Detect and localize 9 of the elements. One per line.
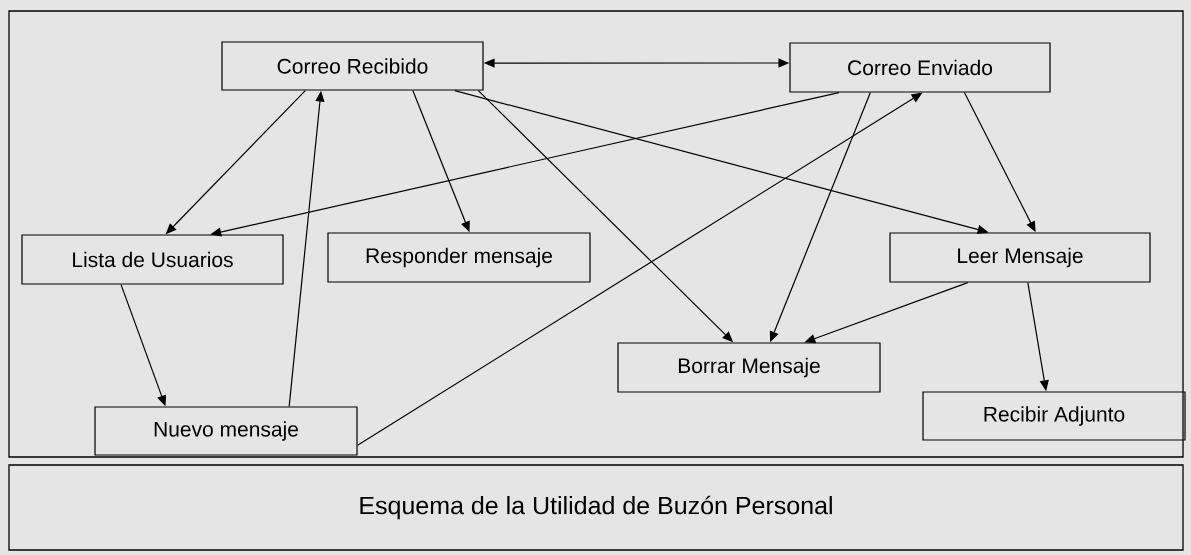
process-box: Responder mensaje xyxy=(327,232,591,283)
process-box: Lista de Usuarios xyxy=(21,234,284,285)
process-box: Leer Mensaje xyxy=(889,232,1151,283)
process-box: Nuevo mensaje xyxy=(94,406,358,456)
caption-box: Esquema de la Utilidad de Buzón Personal xyxy=(8,464,1184,551)
process-box: Borrar Mensaje xyxy=(617,342,881,393)
process-box: Recibir Adjunto xyxy=(922,391,1186,441)
process-box: Correo Recibido xyxy=(221,41,484,91)
process-box: Correo Enviado xyxy=(789,42,1051,93)
